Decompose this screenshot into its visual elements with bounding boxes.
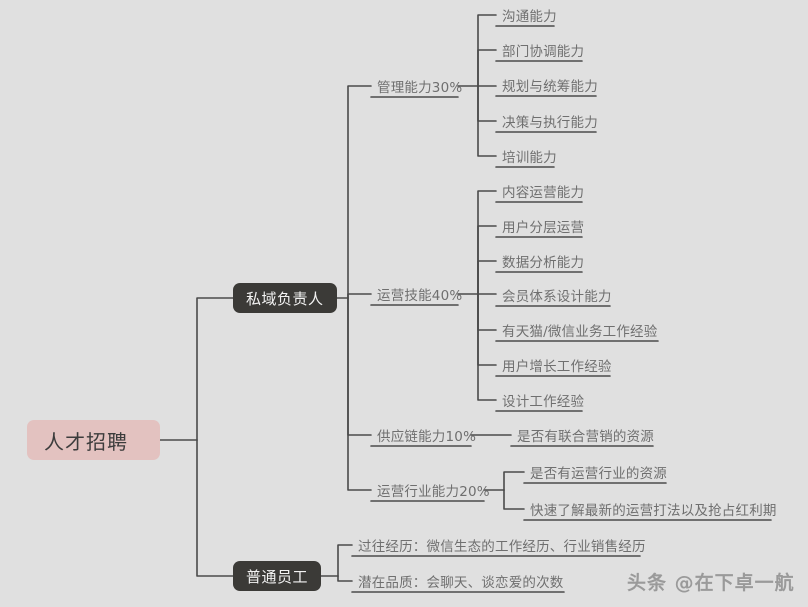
connector-leaf (477, 293, 497, 401)
connector-leaf (477, 225, 497, 295)
leaf-node[interactable]: 是否有联合营销的资源 (517, 429, 654, 445)
group-node-supply-chain-ability[interactable]: 供应链能力10% (377, 429, 477, 445)
leaf-node[interactable]: 用户增长工作经验 (502, 359, 612, 375)
connector-leaf (477, 260, 497, 295)
connector-root-to-regular-employee (196, 439, 234, 577)
connector-leaf (477, 293, 497, 331)
connector-leaf (477, 190, 497, 295)
leaf-node[interactable]: 规划与统筹能力 (502, 79, 598, 95)
connector-leaf (337, 575, 353, 582)
connector-leaf (337, 544, 353, 577)
group-node-operations-industry-ability[interactable]: 运营行业能力20% (377, 484, 490, 500)
connector-leaf (503, 471, 525, 491)
leaf-node[interactable]: 有天猫/微信业务工作经验 (502, 324, 658, 340)
leaf-node[interactable]: 是否有运营行业的资源 (530, 466, 667, 482)
leaf-node[interactable]: 决策与执行能力 (502, 115, 598, 131)
leaf-node[interactable]: 沟通能力 (502, 9, 557, 25)
connector-leaf (477, 14, 497, 87)
connector-private-domain-lead-to-operations-skills (347, 293, 372, 299)
connector-private-domain-lead-to-supply-chain-ability (347, 297, 372, 436)
connector-leaf (477, 49, 497, 87)
leaf-node[interactable]: 部门协调能力 (502, 44, 585, 60)
leaf-node[interactable]: 快速了解最新的运营打法以及抢占红利期 (530, 503, 777, 519)
watermark-label: 头条 @在下卓一航 (627, 572, 795, 594)
leaf-node[interactable]: 会员体系设计能力 (502, 289, 612, 305)
leaf-node[interactable]: 设计工作经验 (502, 394, 585, 410)
connector-leaf (477, 85, 497, 157)
connector-private-domain-lead-to-operations-industry-ability (347, 297, 372, 491)
connector-private-domain-lead-to-management-ability (347, 85, 372, 299)
leaf-node[interactable]: 培训能力 (502, 150, 557, 166)
branch-node-private-domain-lead[interactable]: 私域负责人 (233, 283, 337, 313)
root-node[interactable]: 人才招聘 (27, 420, 160, 460)
leaf-node[interactable]: 内容运营能力 (502, 185, 585, 201)
group-node-operations-skills[interactable]: 运营技能40% (377, 288, 463, 304)
connector-leaf (477, 85, 497, 122)
leaf-node[interactable]: 数据分析能力 (502, 255, 585, 271)
leaf-node[interactable]: 过往经历：微信生态的工作经历、行业销售经历 (358, 539, 646, 555)
connector-leaf (477, 293, 497, 366)
leaf-node[interactable]: 用户分层运营 (502, 220, 585, 236)
connector-leaf (503, 489, 525, 510)
group-node-management-ability[interactable]: 管理能力30% (377, 80, 463, 96)
leaf-node[interactable]: 潜在品质：会聊天、谈恋爱的次数 (358, 575, 564, 591)
connector-root-to-private-domain-lead (196, 297, 234, 441)
branch-node-regular-employee[interactable]: 普通员工 (233, 561, 322, 591)
